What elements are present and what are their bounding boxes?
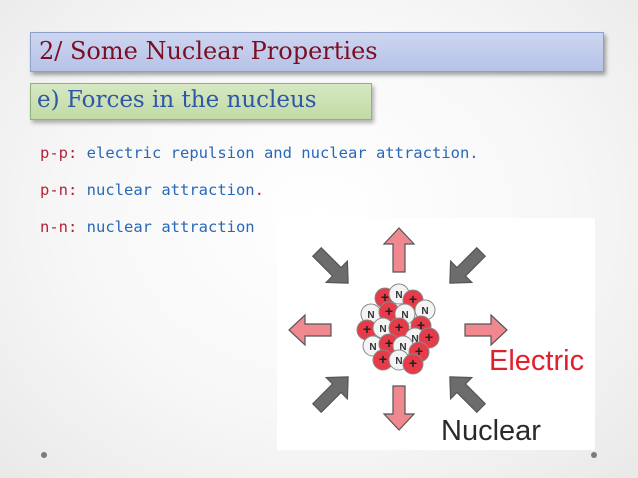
nn-text: nuclear attraction (86, 218, 255, 236)
slide-subtitle: e) Forces in the nucleus (30, 83, 372, 120)
electric-arrow-left (288, 313, 332, 347)
nuclear-arrow-top-right (449, 246, 487, 284)
pp-line: p-p: electric repulsion and nuclear attr… (40, 144, 479, 162)
electric-arrow-up (382, 227, 416, 273)
svg-text:+: + (385, 303, 393, 319)
svg-text:N: N (421, 306, 428, 317)
nn-label: n-n: (40, 218, 78, 236)
nuclear-label: Nuclear (441, 415, 541, 447)
svg-text:+: + (415, 343, 423, 359)
svg-text:N: N (411, 334, 418, 345)
electric-label: Electric (489, 345, 584, 377)
svg-text:+: + (363, 321, 371, 337)
nuclear-arrow-bottom-right (449, 376, 487, 414)
svg-text:N: N (401, 310, 408, 321)
electric-arrow-down (382, 385, 416, 431)
pp-text: electric repulsion and nuclear attractio… (86, 144, 479, 162)
svg-text:+: + (417, 317, 425, 333)
electric-arrow-right (464, 313, 508, 347)
slide-title: 2/ Some Nuclear Properties (30, 32, 604, 72)
pn-label: p-n: (40, 181, 78, 199)
svg-text:+: + (379, 351, 387, 367)
nuclear-arrow-bottom-left (311, 376, 349, 414)
svg-text:N: N (367, 310, 374, 321)
svg-text:+: + (409, 291, 417, 307)
pn-line: p-n: nuclear attraction. (40, 181, 264, 199)
left-corner-dot (41, 452, 47, 458)
svg-text:+: + (385, 335, 393, 351)
svg-text:+: + (395, 319, 403, 335)
svg-text:N: N (395, 290, 402, 301)
svg-text:N: N (369, 342, 376, 353)
nn-line: n-n: nuclear attraction (40, 218, 255, 236)
svg-text:+: + (381, 289, 389, 305)
svg-text:N: N (395, 356, 402, 367)
right-corner-dot (591, 452, 597, 458)
proton: + (402, 353, 424, 375)
nuclear-arrow-top-left (311, 246, 349, 284)
svg-text:+: + (409, 355, 417, 371)
pn-text: nuclear attraction (86, 181, 255, 199)
svg-text:+: + (425, 329, 433, 345)
svg-text:N: N (399, 342, 406, 353)
pp-label: p-p: (40, 144, 78, 162)
svg-text:N: N (379, 324, 386, 335)
nucleus-diagram: +N+NN+N++N+N+N+N++N+ Electric Nuclear (288, 227, 584, 447)
pn-period: . (254, 181, 264, 199)
